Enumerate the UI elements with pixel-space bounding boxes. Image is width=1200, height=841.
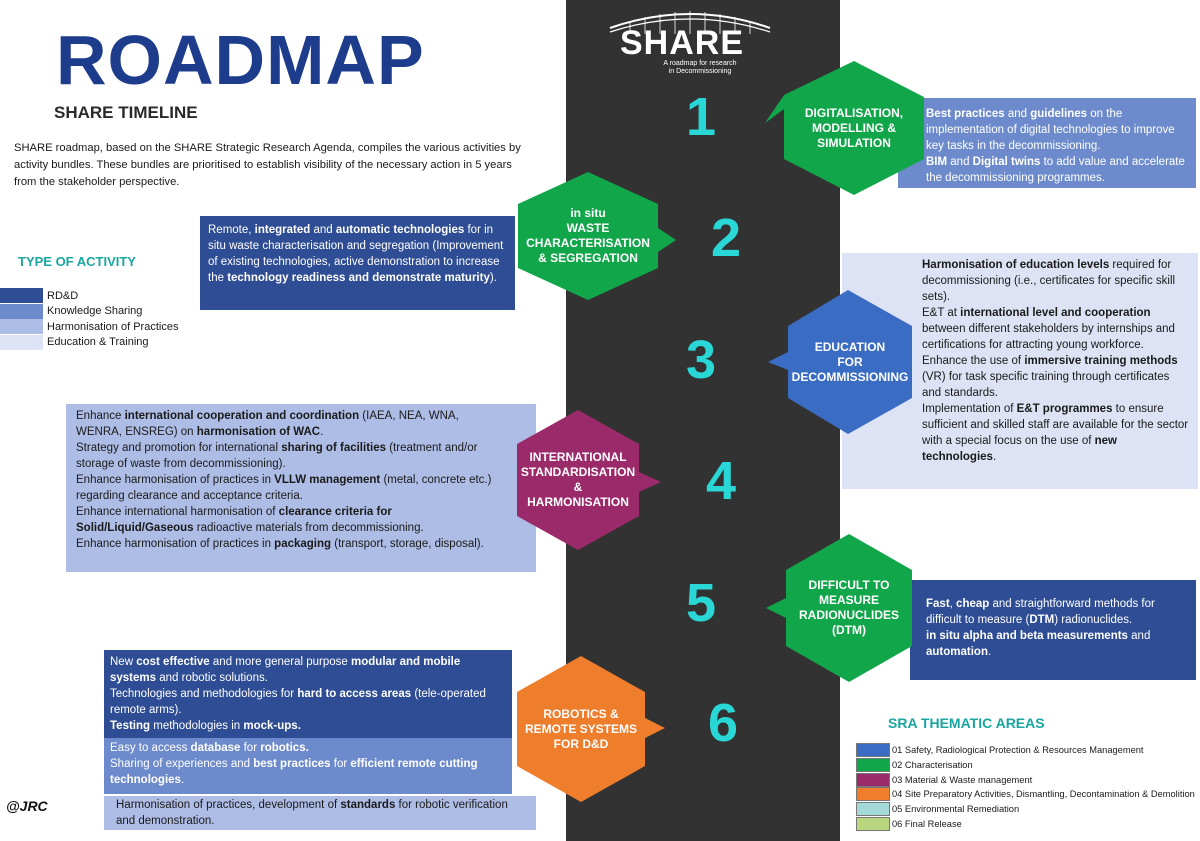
activity-legend-item: Harmonisation of Practices [0,319,178,334]
hexagon-label-line: ROBOTICS & [543,706,619,721]
step6-hexagon-shape [517,656,665,802]
page-subtitle: SHARE TIMELINE [54,103,198,122]
hexagon-label-line: SIMULATION [817,135,891,150]
step6-box-3: Harmonisation of practices, development … [104,796,536,830]
hexagon-label-line: RADIONUCLIDES [798,608,899,622]
hexagon-label-line: (DTM) [832,623,866,637]
hexagon-label-line: DIFFICULT TO [808,578,890,592]
step6-box-1: New cost effective and more general purp… [104,650,512,738]
legend-label: 06 Final Release [892,819,962,829]
step-number-3: 3 [686,330,717,390]
step6-box-2: Easy to access database for robotics.Sha… [104,738,512,794]
hexagon-label-line: REMOTE SYSTEMS [524,721,637,736]
legend-label: RD&D [47,289,79,302]
step2-hexagon-shape [518,172,676,300]
legend-swatch [856,802,890,817]
legend-swatch [0,303,43,319]
hexagon-label-line: FOR D&D [553,736,609,751]
activity-legend-item: RD&D [0,288,78,303]
legend-label: 03 Material & Waste management [892,774,1033,785]
legend-swatch [856,757,890,772]
hexagon-label-line: CHARACTERISATION [526,236,650,250]
hexagon-label-line: WASTE [566,221,610,235]
hexagon-label-line: & SEGREGATION [538,251,638,265]
legend-label: Education & Training [47,336,149,348]
hexagon-label-line: & [573,480,583,494]
sra-legend-item: 01 Safety, Radiological Protection & Res… [856,743,1144,757]
logo-wordmark: SHARE [620,24,745,62]
sra-legend-item: 02 Characterisation [856,757,973,772]
sra-legend-item: 05 Environmental Remediation [856,802,1020,817]
legend-swatch [0,334,43,350]
legend-label: 05 Environmental Remediation [892,804,1020,815]
legend-label: 02 Characterisation [892,759,973,770]
legend-label: 04 Site Preparatory Activities, Dismantl… [892,789,1195,800]
step-number-5: 5 [686,573,717,633]
hexagon-label-line: STANDARDISATION [520,465,636,479]
hexagon-label-line: INTERNATIONAL [529,450,627,464]
step4-box-1: Enhance international cooperation and co… [66,404,536,572]
step4-hexagon-shape [517,410,661,550]
logo-tagline: A roadmap for research in Decommissionin… [663,60,737,75]
sra-legend-item: 04 Site Preparatory Activities, Dismantl… [856,787,1195,802]
legend-swatch [856,817,890,831]
intro-paragraph: SHARE roadmap, based on the SHARE Strate… [14,142,521,188]
legend-swatch [0,288,43,303]
page-title: ROADMAP [56,21,425,99]
sra-legend-item: 03 Material & Waste management [856,772,1033,787]
step3-hexagon-shape [768,290,912,434]
step-number-6: 6 [708,693,739,753]
legend-label: Harmonisation of Practices [47,320,179,333]
hexagon-label-line: EDUCATION [814,339,886,354]
hexagon-label-line: HARMONISATION [527,495,629,509]
step1-hexagon: DIGITALISATION,MODELLING &SIMULATION [765,61,927,195]
sra-legend-title: SRA THEMATIC AREAS [888,715,1045,731]
step1-hexagon-label: DIGITALISATION,MODELLING &SIMULATION [781,61,927,195]
hexagon-label-line: FOR [837,354,863,369]
activity-legend-item: Education & Training [0,334,149,350]
legend-swatch [856,772,890,787]
step2-box-1: Remote, integrated and automatic technol… [200,216,515,310]
hexagon-label-line: DIGITALISATION, [804,105,904,120]
hexagon-label-line: in situ [570,206,606,220]
hexagon-label-line: DECOMMISSIONING [791,369,909,384]
legend-swatch [856,787,890,802]
activity-legend-title: TYPE OF ACTIVITY [18,254,136,269]
legend-swatch [856,743,890,757]
legend-label: 01 Safety, Radiological Protection & Res… [892,745,1144,755]
credit-label: @JRC [6,798,48,814]
legend-label: Knowledge Sharing [47,305,143,317]
step-number-1: 1 [686,87,717,147]
activity-legend-item: Knowledge Sharing [0,303,143,319]
hexagon-label-line: MODELLING & [812,120,896,135]
step5-box-1: Fast, cheap and straightforward methods … [910,580,1196,680]
step-number-2: 2 [711,208,742,268]
sra-legend-item: 06 Final Release [856,817,962,831]
step5-hexagon-shape [766,534,912,682]
step1-box-1: Best practices and guidelines on the imp… [898,98,1196,188]
hexagon-label-line: MEASURE [818,593,879,607]
share-bridge-logo-icon [609,11,771,34]
step1-hexagon-shape [765,61,924,195]
step-number-4: 4 [706,451,737,511]
legend-swatch [0,319,43,334]
